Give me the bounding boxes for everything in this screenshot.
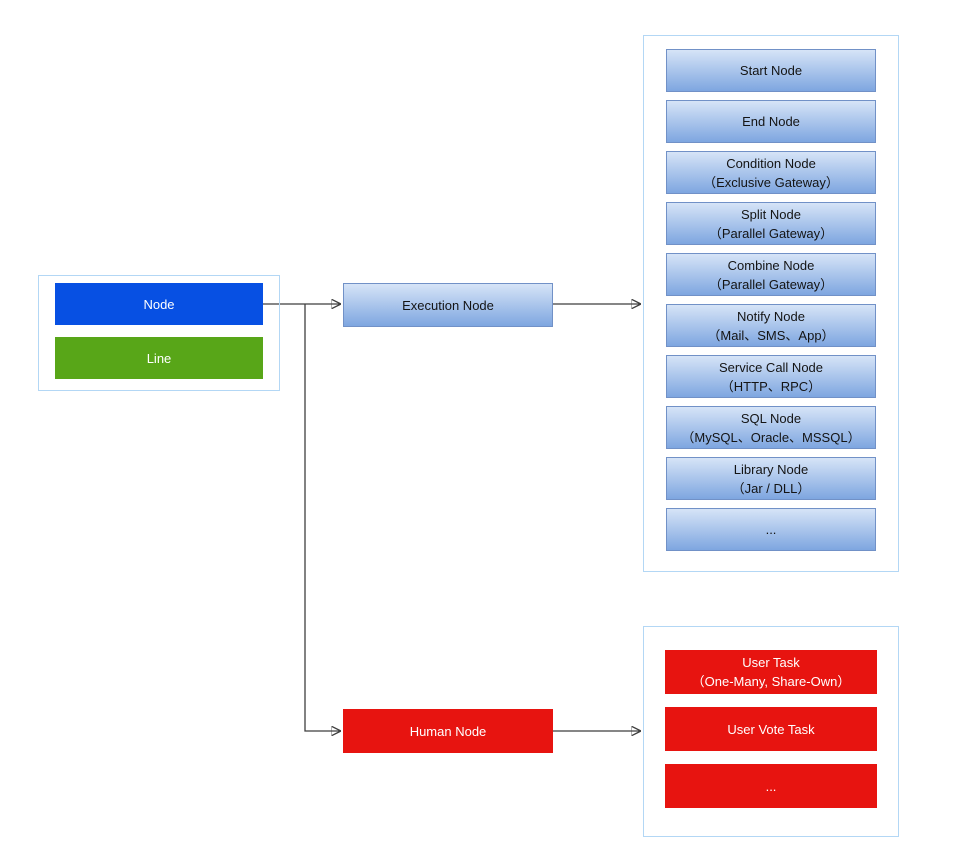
shape-label: Split Node <box>741 206 801 222</box>
shape-end-node: End Node <box>666 100 876 143</box>
human-node-label: Human Node <box>409 723 487 739</box>
shape-label: User Vote Task <box>727 721 815 737</box>
shape-user-vote-task: User Vote Task <box>665 707 877 751</box>
shape-sublabel: （HTTP、RPC） <box>720 378 822 394</box>
edge-node-to-human <box>304 304 341 731</box>
shape-sublabel: （Parallel Gateway） <box>708 276 834 292</box>
shape-label: Notify Node <box>737 308 805 324</box>
shape-sublabel: （Parallel Gateway） <box>708 225 834 241</box>
shape-sublabel: （Exclusive Gateway） <box>703 174 839 190</box>
shape-label: SQL Node <box>740 410 802 426</box>
shape-label: Start Node <box>739 63 803 78</box>
shape-label: Library Node <box>733 461 809 477</box>
shape-start-node: Start Node <box>666 49 876 92</box>
legend-line-label: Line <box>146 350 172 366</box>
shape-human-node: Human Node <box>343 709 553 753</box>
shape-condition-node: Condition Node （Exclusive Gateway） <box>666 151 876 194</box>
shape-sublabel: （Mail、SMS、App） <box>707 327 835 343</box>
shape-sql-node: SQL Node （MySQL、Oracle、MSSQL） <box>666 406 876 449</box>
shape-label: Combine Node <box>727 257 815 273</box>
shape-execution-node: Execution Node <box>343 283 553 327</box>
shape-label: ... <box>765 522 777 537</box>
shape-sublabel: （One-Many, Share-Own） <box>691 674 851 689</box>
shape-user-task: User Task （One-Many, Share-Own） <box>665 650 877 694</box>
execution-node-label: Execution Node <box>402 297 494 313</box>
legend-line-chip: Line <box>55 337 263 379</box>
shape-notify-node: Notify Node （Mail、SMS、App） <box>666 304 876 347</box>
shape-sublabel: （MySQL、Oracle、MSSQL） <box>681 429 861 445</box>
shape-library-node: Library Node （Jar / DLL） <box>666 457 876 500</box>
shape-label: End Node <box>742 114 800 129</box>
shape-human-more: ... <box>665 764 877 808</box>
shape-label: ... <box>765 778 777 794</box>
shape-label: Service Call Node <box>718 359 824 375</box>
shape-combine-node: Combine Node （Parallel Gateway） <box>666 253 876 296</box>
shape-service-call-node: Service Call Node （HTTP、RPC） <box>666 355 876 398</box>
legend-panel: Node Line <box>38 275 280 391</box>
shape-sublabel: （Jar / DLL） <box>731 480 811 496</box>
human-tasks-panel: User Task （One-Many, Share-Own） User Vot… <box>643 626 899 837</box>
shape-label: User Task <box>742 655 800 670</box>
legend-node-chip: Node <box>55 283 263 325</box>
legend-node-label: Node <box>143 296 175 312</box>
shape-split-node: Split Node （Parallel Gateway） <box>666 202 876 245</box>
shape-execution-more: ... <box>666 508 876 551</box>
shape-label: Condition Node <box>726 155 816 171</box>
execution-types-panel: Start Node End Node Condition Node （Excl… <box>643 35 899 572</box>
